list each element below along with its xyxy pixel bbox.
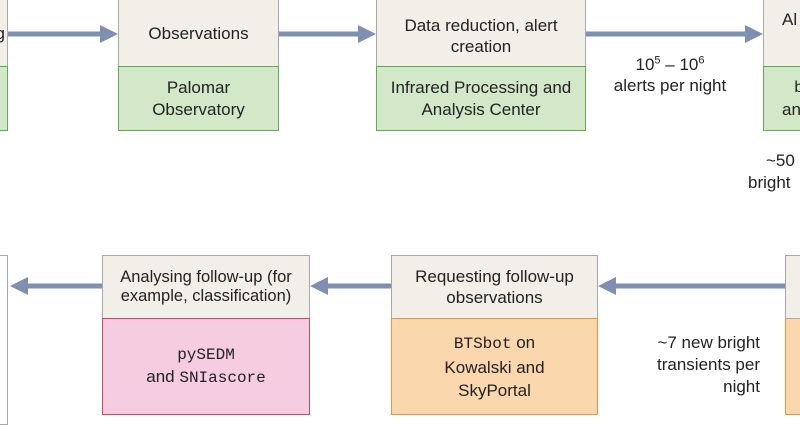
arrowhead-to-observations	[100, 25, 118, 43]
requesting-tool-line: BTSbot on	[453, 333, 536, 353]
arrowhead-to-alert-broker	[745, 25, 763, 43]
observations-header: Observations	[118, 0, 279, 68]
right-partial-note-line2: bright	[748, 173, 791, 192]
transients-note: ~7 new bright transients per night	[657, 333, 760, 396]
data-reduction-site: Infrared Processing and Analysis Center	[390, 77, 572, 119]
right-partial-header: Al	[763, 0, 800, 68]
right-partial-title: Al	[782, 10, 798, 29]
alerts-per-night-note: 105 – 106 alerts per night	[590, 54, 750, 96]
data-reduction-title: Data reduction, alert creation	[404, 16, 558, 56]
right-partial-bottom-box	[785, 318, 800, 415]
analysing-tool-2: SNIascore	[179, 369, 266, 387]
requesting-tool: BTSbot	[453, 335, 512, 353]
right-partial-note-line1: ~50	[766, 151, 795, 170]
right-partial-bottom-header	[785, 255, 800, 319]
left-partial-bottom-box	[0, 255, 8, 425]
alerts-rate-label: alerts per night	[613, 76, 727, 95]
analysing-header: Analysing follow-up (for example, classi…	[102, 255, 310, 319]
data-reduction-header: Data reduction, alert creation	[376, 0, 586, 68]
right-partial-note: ~50 bright	[748, 150, 800, 194]
right-partial-body-line2: an	[782, 99, 800, 119]
data-reduction-body: Infrared Processing and Analysis Center	[376, 66, 586, 131]
requesting-body: BTSbot on Kowalski and SkyPortal	[391, 318, 598, 415]
analysing-tool-2-line: and SNIascore	[146, 367, 266, 387]
observations-title: Observations	[148, 23, 249, 43]
left-partial-text: g	[0, 23, 5, 43]
arrowhead-to-left-offscreen	[10, 277, 28, 295]
right-partial-body: b an	[763, 66, 800, 131]
analysing-title: Analysing follow-up (for example, classi…	[120, 268, 292, 305]
arrowhead-to-data-reduction	[358, 25, 376, 43]
requesting-header: Requesting follow-up observations	[391, 255, 598, 319]
analysing-body: pySEDM and SNIascore	[102, 318, 310, 415]
observations-body: Palomar Observatory	[118, 66, 279, 131]
requesting-title: Requesting follow-up observations	[415, 267, 574, 307]
requesting-rest: Kowalski and SkyPortal	[444, 358, 545, 400]
left-partial-header: g	[0, 0, 8, 68]
arrowhead-to-analysing	[310, 277, 328, 295]
observations-site: Palomar Observatory	[152, 77, 245, 119]
left-partial-body	[0, 66, 8, 131]
alerts-rate: 105 – 106	[635, 54, 705, 74]
arrowhead-to-requesting	[598, 277, 616, 295]
analysing-tool-1: pySEDM	[177, 346, 235, 364]
right-partial-body-line1: b	[794, 78, 800, 97]
